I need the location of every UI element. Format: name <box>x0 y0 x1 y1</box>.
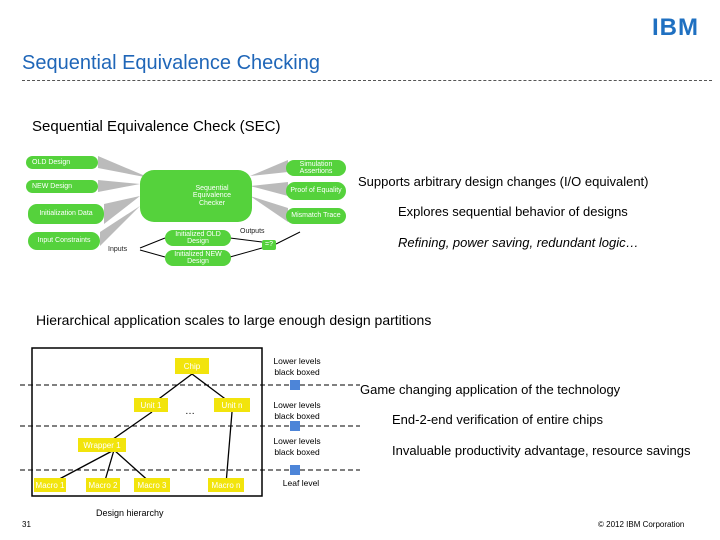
macro-1-box: Macro 1 <box>34 478 66 492</box>
input-constraints-input: Input Constraints <box>28 232 100 250</box>
mismatch-trace-output: Mismatch Trace <box>286 208 346 224</box>
macro-3-box: Macro 3 <box>134 478 170 492</box>
hierarchy-heading: Hierarchical application scales to large… <box>36 312 432 328</box>
unit-n-box: Unit n <box>214 398 250 412</box>
level-marker <box>290 465 300 475</box>
outputs-label: Outputs <box>240 228 265 235</box>
inputs-label: Inputs <box>108 246 128 253</box>
ibm-logo: IBM <box>652 14 699 41</box>
units-ellipsis: … <box>185 406 195 417</box>
wrapper-1-box: Wrapper 1 <box>78 438 126 452</box>
initialized-old-design: Initialized OLD Design <box>165 230 231 246</box>
copyright: © 2012 IBM Corporation <box>598 520 685 529</box>
initialized-new-design: Initialized NEW Design <box>165 250 231 266</box>
level-label-2: Lower levels black boxed <box>273 400 321 422</box>
hier-point-1: Game changing application of the technol… <box>360 382 621 397</box>
design-hierarchy-caption: Design hierarchy <box>96 508 164 518</box>
sec-point-2: Explores sequential behavior of designs <box>398 204 628 219</box>
level-label-1: Lower levels black boxed <box>273 356 321 378</box>
level-marker <box>290 421 300 431</box>
title-divider <box>22 80 712 81</box>
unit-1-box: Unit 1 <box>134 398 168 412</box>
hier-point-3: Invaluable productivity advantage, resou… <box>392 443 691 458</box>
level-label-leaf: Leaf level <box>282 478 320 488</box>
sec-heading: Sequential Equivalence Check (SEC) <box>32 118 281 135</box>
level-marker <box>290 380 300 390</box>
checker-label: Sequential Equivalence Checker <box>192 184 232 207</box>
slide-title: Sequential Equivalence Checking <box>22 52 320 74</box>
sec-point-1: Supports arbitrary design changes (I/O e… <box>358 174 649 189</box>
macro-n-box: Macro n <box>208 478 244 492</box>
chip-box: Chip <box>175 358 209 374</box>
hier-point-2: End-2-end verification of entire chips <box>392 412 604 427</box>
page-number: 31 <box>22 520 31 529</box>
macro-2-box: Macro 2 <box>86 478 120 492</box>
initialization-data-input: Initialization Data <box>28 204 104 224</box>
sequential-equivalence-checker: Sequential Equivalence Checker <box>140 170 252 222</box>
level-label-3: Lower levels black boxed <box>273 436 321 458</box>
old-design-input: OLD Design <box>26 156 98 169</box>
simulation-assertions-output: Simulation Assertions <box>286 160 346 176</box>
sec-point-3: Refining, power saving, redundant logic… <box>398 235 639 250</box>
new-design-input: NEW Design <box>26 180 98 193</box>
proof-of-equality-output: Proof of Equality <box>286 182 346 200</box>
compare-box: =? <box>262 240 276 250</box>
